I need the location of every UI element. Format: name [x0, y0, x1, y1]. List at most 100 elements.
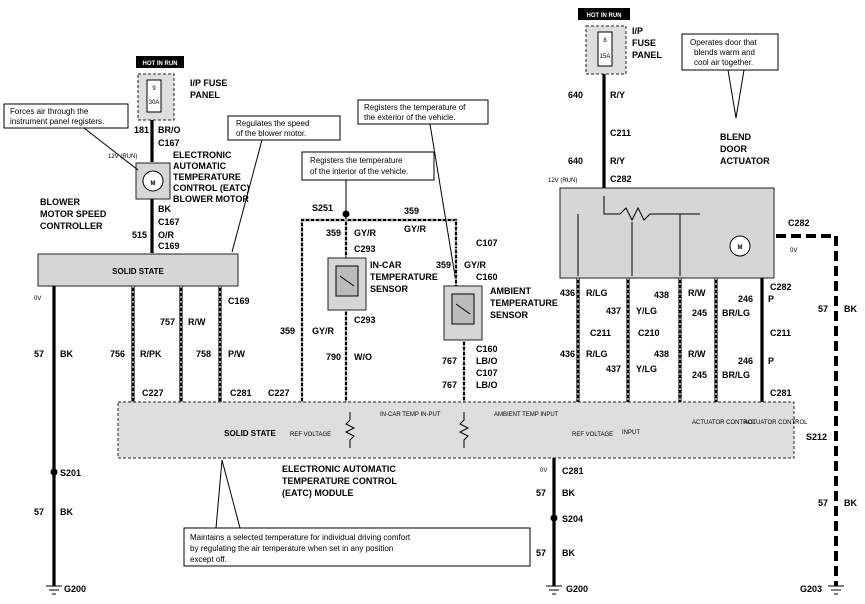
voltage-0v-center: 0V — [540, 468, 547, 474]
wire-438-color: R/W — [688, 288, 706, 298]
note-blend-door — [681, 33, 779, 71]
hot-in-run-tag-left — [136, 56, 184, 68]
wire-57-right-num-2: 57 — [818, 498, 828, 508]
leader-blend — [727, 69, 745, 119]
module-label-1: ELECTRONIC AUTOMATIC — [282, 464, 396, 474]
c211-mid-label: C211 — [590, 328, 611, 338]
wire-245-color-2: BR/LG — [722, 370, 750, 380]
wire-767-color-2: LB/O — [476, 380, 498, 390]
wire-515-num: 515 — [132, 230, 147, 240]
fuse-num-right: 8 — [603, 38, 607, 44]
note-exterior-temp — [357, 99, 489, 125]
ground-g200-left — [46, 585, 62, 595]
blend-door-actuator — [559, 187, 775, 279]
c282-right-label: C282 — [788, 218, 810, 228]
actuator-motor-icon — [729, 235, 751, 257]
note-blend-1: Operates door that — [690, 38, 757, 47]
c107-lower-label: C107 — [476, 368, 498, 378]
ground-g203-label: G203 — [800, 584, 822, 594]
wire-57-left-color: BK — [60, 349, 73, 359]
c293-top-label: C293 — [354, 244, 376, 254]
pin-ref-voltage-a: REF VOLTAGE — [290, 432, 331, 438]
note-maintains-1: Maintains a selected temperature for ind… — [190, 533, 411, 542]
wire-758-num: 758 — [196, 349, 211, 359]
wire-57-left-num-2: 57 — [34, 507, 44, 517]
leader-forces-air — [83, 127, 139, 171]
potentiometer-icon — [603, 196, 700, 222]
wire-246-color-2: P — [768, 356, 774, 366]
note-maintains — [183, 527, 531, 567]
c282-top-label: C282 — [610, 174, 632, 184]
note-forces-air-1: Forces air through the — [10, 107, 89, 116]
wire-246-color: P — [768, 294, 774, 304]
ground-g203 — [828, 585, 844, 595]
speed-ctrl-label-2: MOTOR SPEED — [40, 209, 107, 219]
speed-controller-solid-state — [37, 253, 239, 287]
wire-57-left-num: 57 — [34, 349, 44, 359]
splice-s201-dot — [50, 468, 58, 476]
wire-57-right-color: BK — [844, 304, 857, 314]
c282-lower-label: C282 — [770, 282, 792, 292]
blower-motor-label-4: CONTROL (EATC) — [173, 183, 250, 193]
splice-s251-dot — [342, 210, 350, 218]
module-internal-resistor-1 — [344, 412, 356, 448]
wire-57-left-color-2: BK — [60, 507, 73, 517]
wire-57-right — [776, 234, 838, 586]
fuse-15a — [597, 31, 613, 67]
c281-right-label: C281 — [770, 388, 792, 398]
wire-57-center-color-2: BK — [562, 548, 575, 558]
ambient-label-3: SENSOR — [490, 310, 529, 320]
splice-s251: S251 — [312, 203, 333, 213]
blower-motor-label-5: BLOWER MOTOR — [173, 194, 249, 204]
note-blend-3: cool air together. — [694, 58, 753, 67]
fuse-title-right-1: I/P — [632, 26, 643, 36]
voltage-0v-left: 0V — [34, 296, 41, 302]
splice-s212: S212 — [806, 432, 827, 442]
c160-top-label: C160 — [476, 272, 498, 282]
splice-s201: S201 — [60, 468, 81, 478]
splice-s204: S204 — [562, 514, 583, 524]
note-incar-1: Registers the temperature — [310, 156, 403, 165]
note-maintains-2: by regulating the air temperature when s… — [190, 544, 393, 553]
fuse-title-right-2: FUSE — [632, 38, 656, 48]
speed-ctrl-label-1: BLOWER — [40, 197, 80, 207]
wire-757-num: 757 — [160, 317, 175, 327]
note-maintains-3: except off. — [190, 555, 227, 564]
wire-640-color-2: R/Y — [610, 156, 625, 166]
blend-label-2: DOOR — [720, 144, 748, 154]
voltage-12v-run-left: 12V (RUN) — [108, 154, 137, 160]
wire-57-center-num: 57 — [536, 488, 546, 498]
c293-lower-label: C293 — [354, 315, 376, 325]
c227-left-label: C227 — [142, 388, 164, 398]
wire-437-color: Y/LG — [636, 306, 657, 316]
c211-top-label: C211 — [610, 128, 631, 138]
pin-input: INPUT — [622, 430, 640, 436]
wire-438-num: 438 — [654, 290, 669, 300]
hot-in-run-tag-right — [578, 8, 630, 20]
ground-g200-center-label: G200 — [566, 584, 588, 594]
ambient-label-1: AMBIENT — [490, 286, 531, 296]
wire-246-num-2: 246 — [738, 356, 753, 366]
wire-359-top-color: GY/R — [404, 224, 427, 234]
wire-245-num: 245 — [692, 308, 707, 318]
voltage-0v-right: 0V — [790, 248, 797, 254]
wire-359-left — [300, 218, 346, 402]
pin-ref-voltage-b: REF VOLTAGE — [572, 432, 613, 438]
wire-790-num: 790 — [326, 352, 341, 362]
c169-top-label: C169 — [158, 241, 180, 251]
blower-motor-label-3: TEMPERATURE — [173, 172, 241, 182]
module-label-3: (EATC) MODULE — [282, 488, 353, 498]
wire-181-num: 181 — [134, 125, 149, 135]
fuse-num-left: 9 — [152, 86, 156, 92]
wire-359-top-num: 359 — [404, 206, 419, 216]
wire-767-num: 767 — [442, 356, 457, 366]
wire-515-color: O/R — [158, 230, 175, 240]
blower-bk-label: BK — [158, 204, 171, 214]
fuse-amps-right: 15A — [600, 54, 611, 60]
incar-label-2: TEMPERATURE — [370, 272, 438, 282]
pin-actuator-ctrl-b: ACTUATOR CONTROL — [744, 420, 808, 426]
wire-359-ambient-color: GY/R — [464, 260, 487, 270]
wire-437-num: 437 — [606, 306, 621, 316]
blower-motor-label-1: ELECTRONIC — [173, 150, 232, 160]
